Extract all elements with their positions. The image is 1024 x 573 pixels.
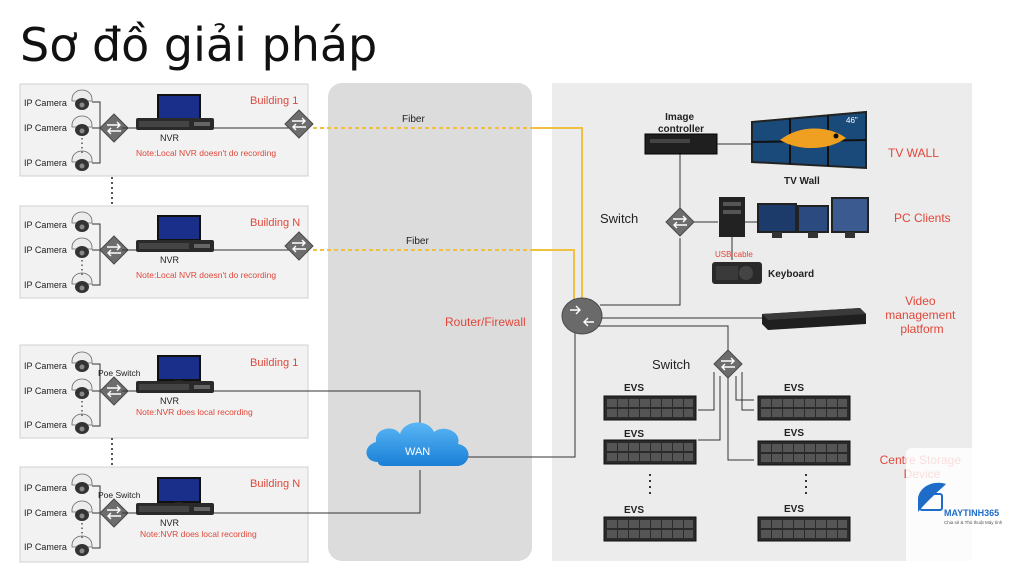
pc-tower-icon <box>719 197 745 237</box>
building-note: Note:Local NVR doesn't do recording <box>136 270 276 280</box>
watermark-logo: MAYTINH365 Chia sẻ & Thủ thuật Máy tính <box>906 448 1018 566</box>
building-name: Building N <box>250 478 300 490</box>
evs-label: EVS <box>624 429 644 440</box>
tv-wall-icon <box>751 110 867 170</box>
evs-label: EVS <box>784 428 804 439</box>
vmp-label: Video management platform <box>885 294 958 336</box>
tv-wall-side-label: TV WALL <box>888 146 939 160</box>
nvr-icon <box>136 118 214 130</box>
logo-text: MAYTINH365 <box>944 508 999 518</box>
logo-subtitle: Chia sẻ & Thủ thuật Máy tính <box>944 519 1003 525</box>
camera-label: IP Camera <box>24 123 67 133</box>
nvr-icon <box>136 503 214 515</box>
building-note: Note:NVR does local recording <box>140 529 257 539</box>
evs-unit <box>757 395 851 421</box>
camera-label: IP Camera <box>24 420 67 430</box>
logo-icon <box>918 482 946 512</box>
image-controller-label: Image controller <box>658 112 704 135</box>
camera-label: IP Camera <box>24 386 67 396</box>
fiber-link-1 <box>313 127 583 298</box>
camera-label: IP Camera <box>24 245 67 255</box>
fiber-label: Fiber <box>402 114 425 125</box>
tv-wall-label: TV Wall <box>784 176 820 187</box>
evs-label: EVS <box>624 505 644 516</box>
fiber-link-2 <box>313 249 575 300</box>
nvr-label: NVR <box>160 518 180 528</box>
camera-label: IP Camera <box>24 280 67 290</box>
pc-clients-label: PC Clients <box>894 211 951 225</box>
evs-label: EVS <box>784 504 804 515</box>
nvr-label: NVR <box>160 255 180 265</box>
building-note: Note:NVR does local recording <box>136 407 253 417</box>
building-name: Building 1 <box>250 95 298 107</box>
evs-unit <box>757 516 851 542</box>
fiber-label: Fiber <box>406 236 429 247</box>
evs-unit <box>603 516 697 542</box>
page-title: Sơ đồ giải pháp <box>20 18 378 72</box>
wan-label: WAN <box>405 446 430 458</box>
evs-label: EVS <box>624 383 644 394</box>
switch-label: Switch <box>600 211 638 226</box>
poe-switch-label: Poe Switch <box>98 368 141 378</box>
building-note: Note:Local NVR doesn't do recording <box>136 148 276 158</box>
camera-label: IP Camera <box>24 508 67 518</box>
camera-label: IP Camera <box>24 98 67 108</box>
pc-clients-icon <box>757 197 869 238</box>
nvr-icon <box>136 240 214 252</box>
nvr-label: NVR <box>160 396 180 406</box>
evs-unit <box>603 439 697 465</box>
switch-label: Switch <box>652 357 690 372</box>
wan-cloud-icon <box>366 422 469 466</box>
evs-label: EVS <box>784 383 804 394</box>
router-label: Router/Firewall <box>445 315 526 329</box>
camera-label: IP Camera <box>24 542 67 552</box>
keyboard-icon <box>712 262 762 284</box>
router-icon <box>561 297 603 335</box>
nvr-icon <box>136 381 214 393</box>
keyboard-label: Keyboard <box>768 269 814 280</box>
poe-switch-label: Poe Switch <box>98 490 141 500</box>
tv-size-label: 46" <box>846 116 858 125</box>
building-name: Building 1 <box>250 357 298 369</box>
evs-unit <box>603 395 697 421</box>
evs-unit <box>757 440 851 466</box>
camera-label: IP Camera <box>24 158 67 168</box>
camera-label: IP Camera <box>24 220 67 230</box>
video-management-platform-icon <box>762 308 866 330</box>
camera-label: IP Camera <box>24 361 67 371</box>
camera-label: IP Camera <box>24 483 67 493</box>
building-name: Building N <box>250 217 300 229</box>
usb-cable-label: USB cable <box>715 250 753 259</box>
image-controller-icon <box>644 133 718 155</box>
nvr-label: NVR <box>160 133 180 143</box>
